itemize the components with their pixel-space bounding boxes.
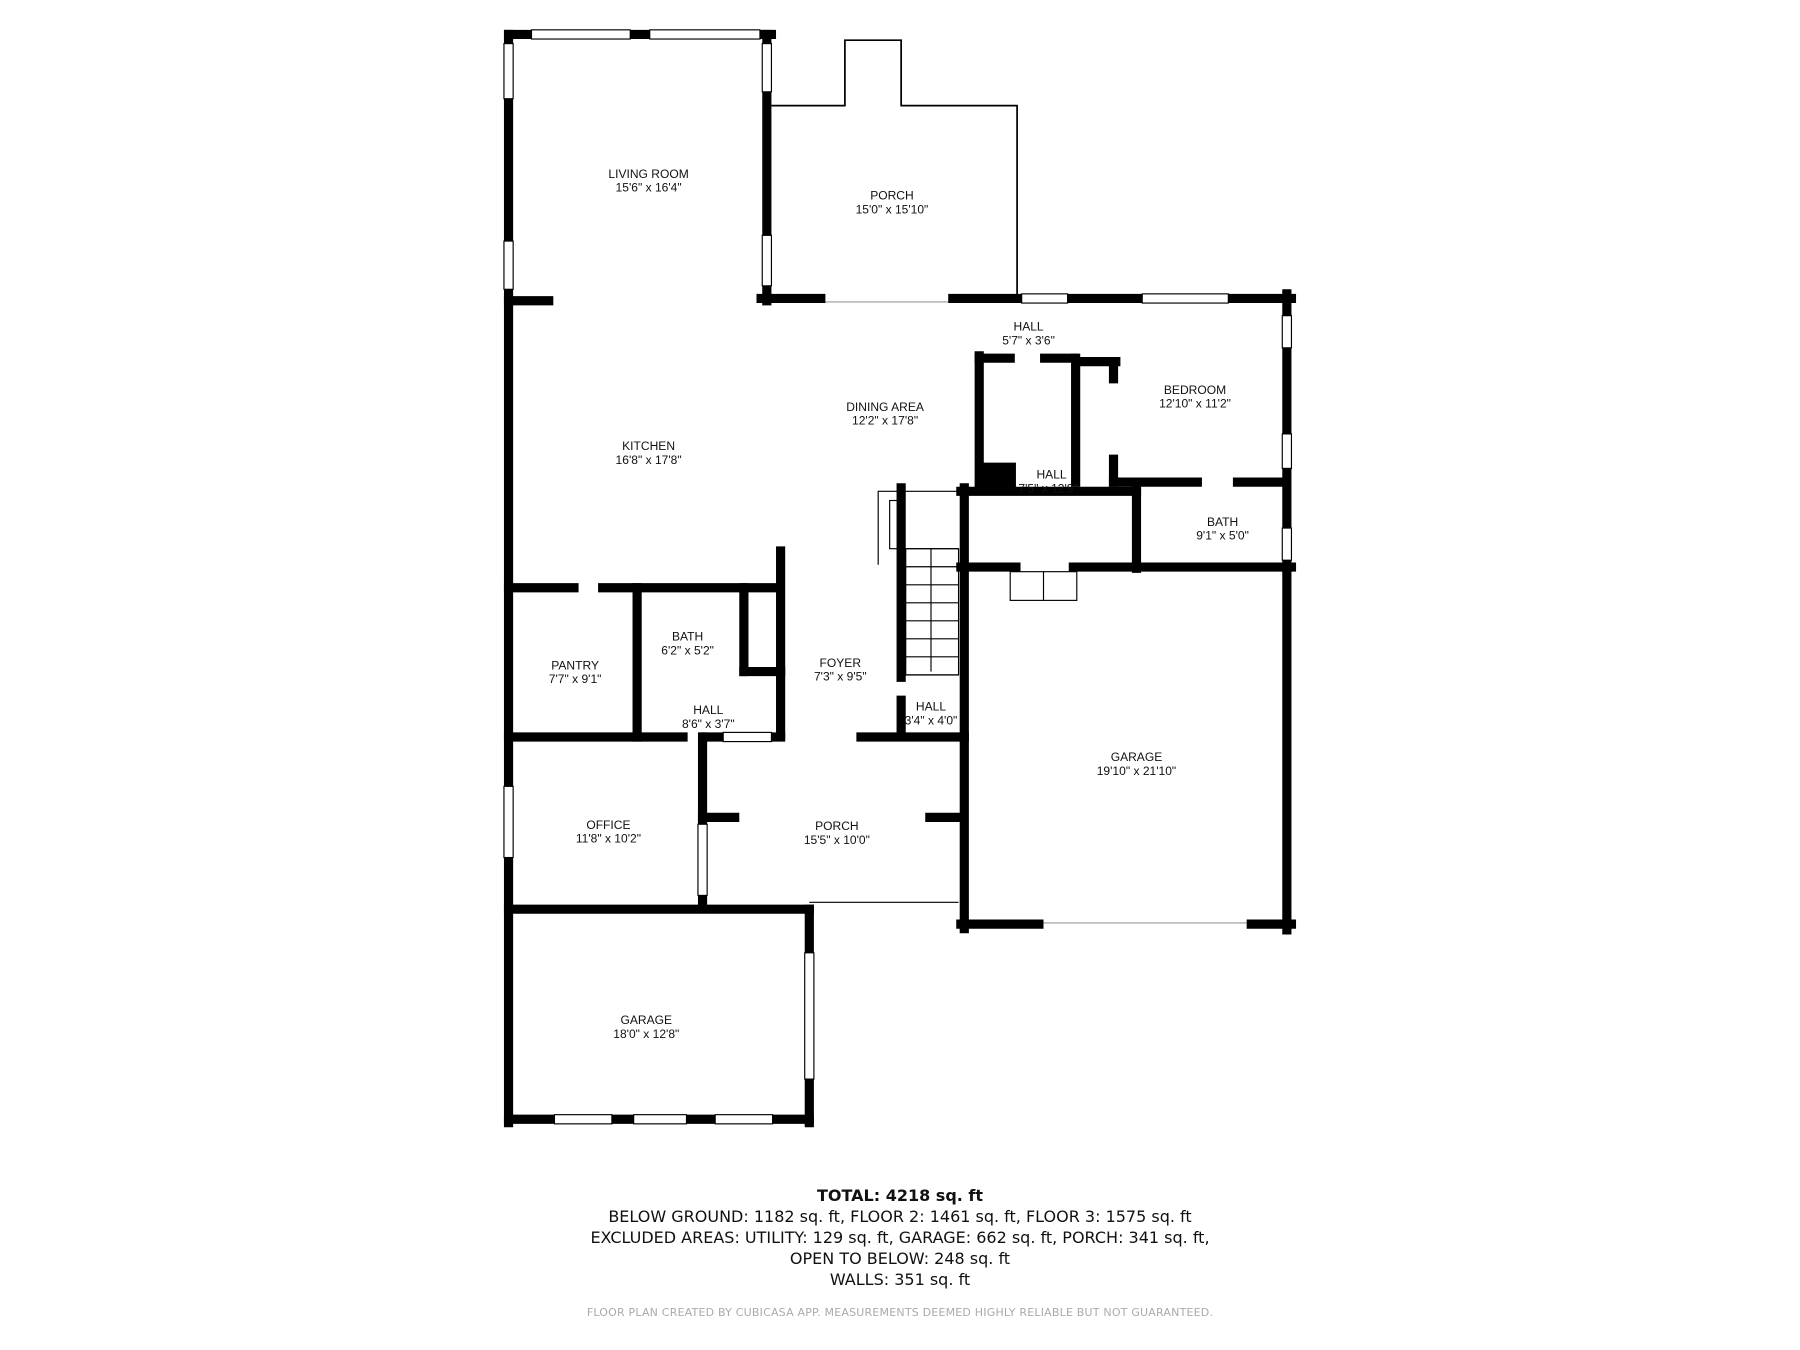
disclaimer: FLOOR PLAN CREATED BY CUBICASA APP. MEAS… [586,1306,1214,1319]
window [1281,527,1293,561]
svg-text:DINING AREA: DINING AREA [846,400,925,414]
window [503,785,514,859]
svg-text:HALL: HALL [693,703,723,717]
svg-text:5'7" x 3'6": 5'7" x 3'6" [1002,333,1055,347]
window [649,29,761,40]
svg-text:7'7" x 9'1": 7'7" x 9'1" [549,672,602,686]
svg-text:7'5" x 12'9": 7'5" x 12'9" [1018,481,1077,495]
svg-text:FOYER: FOYER [820,656,862,670]
svg-text:HALL: HALL [1036,468,1066,482]
svg-text:BATH: BATH [672,630,703,644]
svg-text:GARAGE: GARAGE [1111,750,1163,764]
svg-text:HALL: HALL [1014,320,1044,334]
excluded-areas: EXCLUDED AREAS: UTILITY: 129 sq. ft, GAR… [590,1228,1210,1247]
svg-text:12'10" x 11'2": 12'10" x 11'2" [1159,397,1231,411]
walls-area: WALLS: 351 sq. ft [829,1270,971,1289]
svg-text:15'5" x 10'0": 15'5" x 10'0" [804,833,870,847]
stair-run [905,548,960,676]
svg-text:PANTRY: PANTRY [551,658,599,672]
window [1281,433,1293,469]
window [530,29,631,40]
window [503,43,514,100]
area-summary: TOTAL: 4218 sq. ft BELOW GROUND: 1182 sq… [0,1185,1800,1319]
window [1021,293,1069,304]
window [553,1114,613,1125]
svg-text:PORCH: PORCH [815,819,859,833]
window [722,731,773,743]
window [761,43,773,93]
svg-text:GARAGE: GARAGE [621,1013,673,1027]
total-area: TOTAL: 4218 sq. ft [816,1186,984,1205]
window [697,823,708,896]
stair-landing [889,499,905,550]
svg-text:PORCH: PORCH [870,189,914,203]
svg-text:KITCHEN: KITCHEN [622,439,675,453]
svg-text:15'6" x 16'4": 15'6" x 16'4" [616,181,682,195]
window [804,952,815,1080]
window [503,240,514,290]
porch-outline [771,39,1018,297]
stairs [877,490,1078,676]
svg-text:BATH: BATH [1207,515,1238,529]
svg-text:18'0" x 12'8": 18'0" x 12'8" [613,1027,679,1041]
open-to-below: OPEN TO BELOW: 248 sq. ft [789,1249,1011,1268]
svg-text:11'8" x 10'2": 11'8" x 10'2" [576,832,641,846]
window [633,1114,688,1125]
stair-rail [877,490,959,565]
svg-text:7'3" x 9'5": 7'3" x 9'5" [814,670,867,684]
windows [503,29,1293,1125]
svg-text:12'2" x 17'8": 12'2" x 17'8" [852,414,918,428]
window [1281,315,1293,349]
svg-text:8'6" x 3'7": 8'6" x 3'7" [682,717,735,731]
column-block [979,462,1016,492]
svg-text:BEDROOM: BEDROOM [1164,383,1226,397]
svg-text:15'0" x 15'10": 15'0" x 15'10" [856,203,929,217]
window [714,1114,774,1125]
svg-text:16'8" x 17'8": 16'8" x 17'8" [616,453,682,467]
svg-text:19'10" x 21'10": 19'10" x 21'10" [1097,764,1176,778]
svg-text:HALL: HALL [916,700,946,714]
svg-text:9'1" x 5'0": 9'1" x 5'0" [1196,529,1249,543]
svg-text:3'4" x 4'0": 3'4" x 4'0" [905,713,958,727]
svg-text:LIVING ROOM: LIVING ROOM [608,167,688,181]
floor-areas: BELOW GROUND: 1182 sq. ft, FLOOR 2: 1461… [608,1207,1192,1226]
window [1141,293,1229,304]
svg-text:OFFICE: OFFICE [586,818,630,832]
svg-text:6'2" x 5'2": 6'2" x 5'2" [661,643,714,657]
window [761,234,773,287]
